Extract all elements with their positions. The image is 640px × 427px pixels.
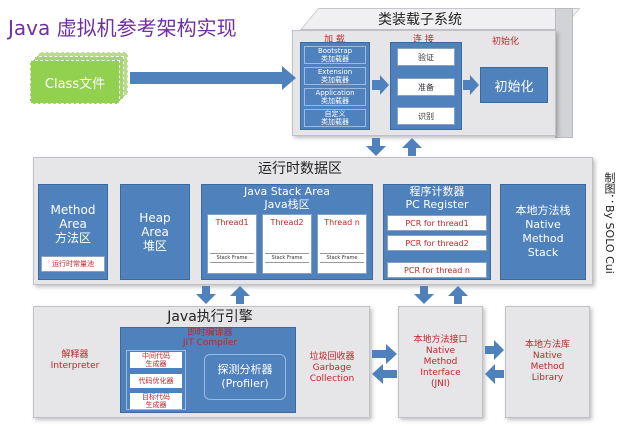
java-stack-title: Java Stack Area Java栈区	[244, 185, 330, 211]
jit-inner-group	[126, 350, 186, 410]
credit-text: 制图：By SOLO Cui	[603, 172, 616, 274]
pc-register-title: 程序计数器 PC Register	[405, 185, 469, 211]
arrow-jni-to-lib	[485, 340, 504, 360]
arrow-engine-to-runtime	[230, 286, 250, 304]
thread-n: Thread n Stack Frame	[317, 214, 367, 274]
stack-frame: Stack Frame	[320, 253, 364, 263]
init-label: 初始化	[492, 37, 520, 47]
jit-compiler-title: 即时编译器 JIT Compiler	[182, 328, 238, 348]
thread-1: Thread1 Stack Frame	[207, 214, 257, 274]
arrow-jni-to-engine	[372, 364, 397, 384]
arrow-loaders-to-link	[372, 75, 389, 95]
arrow-link-to-init	[463, 75, 479, 95]
arrow-jni-to-runtime	[448, 286, 468, 304]
thread-name: Thread2	[270, 218, 304, 227]
arrow-runtime-to-jni	[414, 286, 434, 304]
page-title: Java 虚拟机参考架构实现	[8, 16, 237, 40]
classloader-title: 类装载子系统	[378, 12, 462, 28]
profiler: 探测分析器 (Profiler)	[204, 354, 286, 400]
native-library-panel: 本地方法库 Native Method Library	[505, 306, 590, 418]
pcr-thread-n: PCR for thread n	[387, 262, 487, 278]
target-code-generator: 目标代码生成器	[130, 393, 182, 409]
pcr-thread-1: PCR for thread1	[387, 215, 487, 231]
arrow-engine-to-jni	[372, 344, 397, 364]
jni-panel: 本地方法接口 Native Method Interface (JNI)	[398, 306, 483, 418]
link-step-resolve: 识别	[397, 107, 455, 125]
native-method-stack: 本地方法栈 Native Method Stack	[500, 184, 586, 280]
loader-custom: 自定义类加载器	[304, 109, 366, 127]
heap-area: Heap Area 堆区	[120, 184, 190, 280]
class-file-label: Class文件	[44, 76, 106, 92]
link-step-verify: 验证	[397, 48, 455, 66]
interpreter: 解释器 Interpreter	[50, 350, 100, 371]
class-file-stack: Class文件	[30, 52, 130, 108]
arrow-class-to-loaders	[130, 66, 296, 90]
link-label: 连 接	[413, 35, 434, 45]
load-label: 加 载	[324, 35, 345, 45]
code-optimizer: 代码优化器	[130, 374, 182, 388]
runtime-constant-pool: 运行时常量池	[41, 256, 105, 272]
arrow-loader-to-runtime	[366, 138, 386, 156]
stack-frame: Stack Frame	[265, 253, 309, 263]
class-file-box: Class文件	[30, 60, 120, 104]
arrow-lib-to-jni	[485, 364, 504, 384]
stack-frame: Stack Frame	[210, 253, 254, 263]
thread-name: Thread n	[324, 218, 360, 227]
garbage-collection: 垃圾回收器 Garbage Collection	[309, 351, 355, 384]
runtime-title: 运行时数据区	[258, 161, 342, 177]
thread-2: Thread2 Stack Frame	[262, 214, 312, 274]
pcr-thread-2: PCR for thread2	[387, 235, 487, 251]
init-box: 初始化	[480, 67, 548, 103]
intermediate-code-generator: 中间代码生成器	[130, 352, 182, 368]
arrow-runtime-to-loader	[402, 138, 422, 156]
arrow-runtime-to-engine	[196, 286, 216, 304]
link-step-prepare: 准备	[397, 78, 455, 96]
execution-engine-title: Java执行引擎	[167, 309, 253, 325]
thread-name: Thread1	[215, 218, 249, 227]
